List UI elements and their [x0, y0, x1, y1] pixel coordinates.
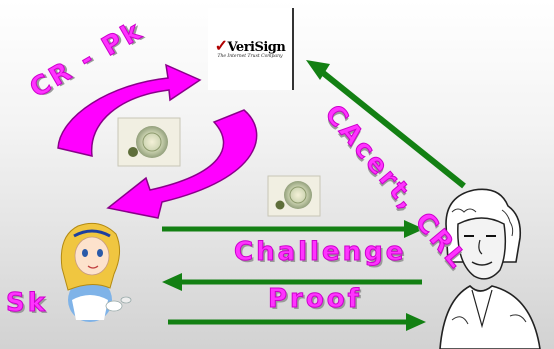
magenta-arrow-lower [106, 109, 258, 219]
magenta-arrow-upper [57, 63, 202, 157]
challenge-label: Challenge [233, 237, 407, 268]
verisign-logo-tagline: The Internet Trust Company [217, 54, 283, 59]
verisign-logo-name: ✓VeriSign [214, 36, 286, 55]
green-arrow-commit [162, 220, 424, 238]
alice-cartoon [60, 222, 132, 322]
sk-label: Sk [5, 288, 49, 319]
certificate-seal-icon [267, 175, 321, 217]
green-arrow-proof [168, 313, 426, 331]
certificate-seal-icon [117, 117, 181, 167]
green-arrow-cacert-crl [306, 60, 466, 189]
green-arrow-challenge [162, 273, 422, 291]
verisign-logo: ✓VeriSign The Internet Trust Company [208, 8, 294, 90]
proof-label: Proof [268, 284, 362, 315]
george-washington-portrait [439, 188, 541, 349]
